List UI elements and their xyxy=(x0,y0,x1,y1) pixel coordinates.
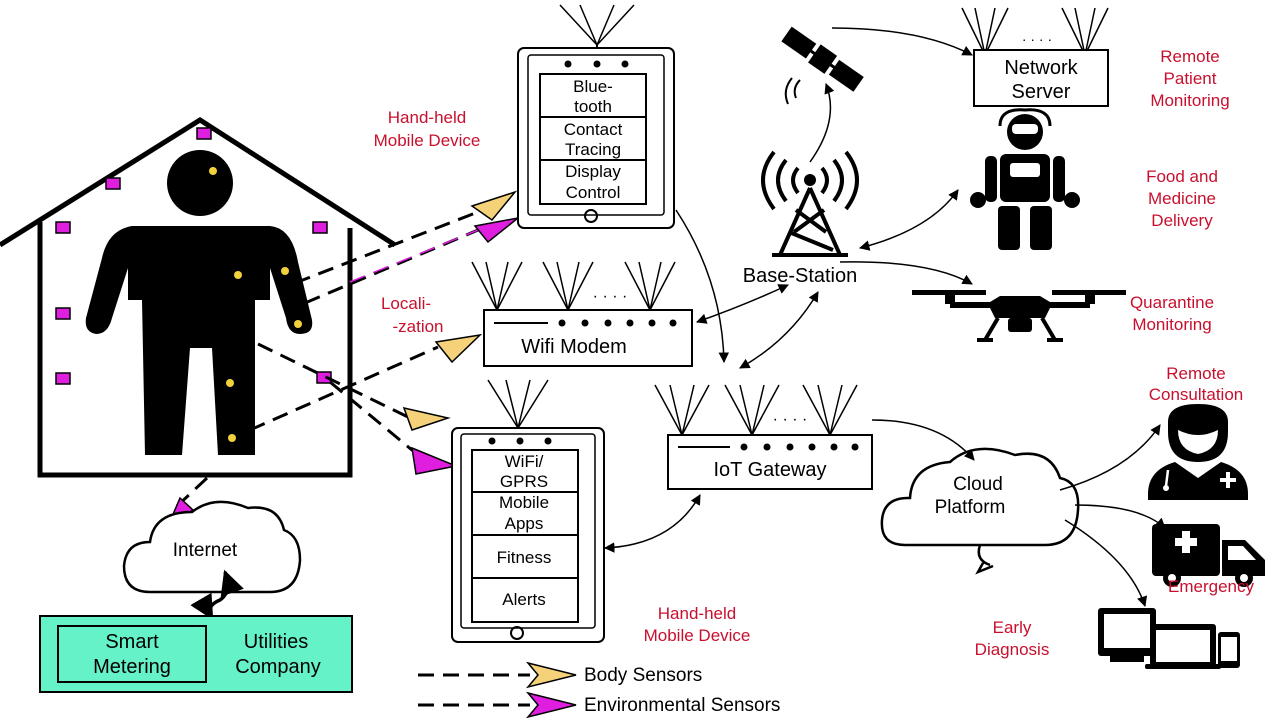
robot-icon xyxy=(970,108,1080,250)
tower-icon xyxy=(772,187,848,257)
quarantine-caption-line-1: Quarantine xyxy=(1130,293,1214,312)
remote-patient-caption-line-1: Remote xyxy=(1160,47,1220,66)
phone-bottom-item-2-line-1: Mobile xyxy=(499,493,549,512)
utility-box: Smart Metering Utilities Company xyxy=(39,615,353,693)
phone-bottom-item-3: Fitness xyxy=(497,548,552,567)
network-server-line-1: Network xyxy=(1004,57,1078,79)
sensor-links xyxy=(173,210,479,510)
doctor-icon xyxy=(1148,404,1248,500)
phone-top-item-2-line-1: Contact xyxy=(564,120,623,139)
legend-body-label: Body Sensors xyxy=(584,665,702,686)
quarantine-caption-line-2: Monitoring xyxy=(1132,315,1211,334)
base-station: Base-Station xyxy=(743,150,859,287)
smart-metering-line-2: Metering xyxy=(93,656,171,678)
signal-waves-icon xyxy=(761,150,859,211)
remote-consult-caption-line-2: Consultation xyxy=(1149,385,1244,404)
server-ellipsis: · · · · xyxy=(1022,31,1052,47)
wifi-modem: · · · · Wifi Modem xyxy=(471,261,693,367)
satellite-icon xyxy=(781,26,864,105)
phone-top-item-1-line-1: Blue- xyxy=(573,77,613,96)
cloud-platform-line-2: Platform xyxy=(935,497,1006,518)
phone-bottom-item-1-line-2: GPRS xyxy=(500,472,548,491)
handheld-bottom-caption-line-1: Hand-held xyxy=(658,604,736,623)
localization-caption-line-1: Locali- xyxy=(381,294,431,313)
person-silhouette xyxy=(85,150,313,455)
legend-body-sensors: Body Sensors xyxy=(418,661,702,689)
connector-arrows xyxy=(603,27,1166,607)
utilities-company-line-1: Utilities xyxy=(244,631,308,653)
captions: Hand-held Mobile Device Locali- -zation … xyxy=(374,47,1255,659)
gateway-ellipsis: · · · · xyxy=(773,411,808,428)
drone-icon xyxy=(912,290,1126,342)
emergency-caption: Emergency xyxy=(1168,577,1254,596)
phone-bottom-item-4: Alerts xyxy=(502,590,545,609)
legend-environmental-sensors: Environmental Sensors xyxy=(418,691,780,719)
early-diagnosis-caption-line-1: Early xyxy=(993,618,1032,637)
body-sensors xyxy=(209,167,302,442)
food-delivery-caption-line-1: Food and xyxy=(1146,167,1218,186)
phone-top-item-3-line-2: Control xyxy=(566,183,621,202)
cloud-platform: Cloud Platform xyxy=(880,447,1080,575)
network-server-line-2: Server xyxy=(1012,81,1071,103)
food-delivery-caption-line-2: Medicine xyxy=(1148,189,1216,208)
environment-sensors xyxy=(55,127,332,385)
base-station-label: Base-Station xyxy=(743,265,858,287)
computer-devices-icon xyxy=(1098,608,1240,669)
phone-top-item-3-line-1: Display xyxy=(565,162,621,181)
food-delivery-caption-line-3: Delivery xyxy=(1151,211,1213,230)
phone-bottom-item-1-line-1: WiFi/ xyxy=(505,452,544,471)
smart-metering-line-1: Smart xyxy=(105,631,159,653)
remote-patient-caption-line-2: Patient xyxy=(1164,69,1217,88)
early-diagnosis-caption-line-2: Diagnosis xyxy=(975,640,1050,659)
network-server: · · · · Network Server xyxy=(961,7,1109,107)
iot-gateway-label: IoT Gateway xyxy=(713,459,826,481)
modem-ellipsis: · · · · xyxy=(593,288,628,305)
handheld-top-caption-line-2: Mobile Device xyxy=(374,131,481,150)
utilities-company-line-2: Company xyxy=(235,656,321,678)
handheld-device-bottom: WiFi/ GPRS Mobile Apps Fitness Alerts xyxy=(451,379,605,643)
phone-top-item-2-line-2: Tracing xyxy=(565,140,621,159)
ambulance-icon xyxy=(1152,524,1265,587)
remote-consult-caption-line-1: Remote xyxy=(1166,364,1226,383)
handheld-device-top: Blue- tooth Contact Tracing Display Cont… xyxy=(517,4,675,229)
phone-bottom-item-2-line-2: Apps xyxy=(505,514,544,533)
cloud-platform-line-1: Cloud xyxy=(953,474,1003,495)
handheld-top-caption-line-1: Hand-held xyxy=(388,108,466,127)
wifi-modem-label: Wifi Modem xyxy=(521,336,627,358)
localization-caption-line-2: -zation xyxy=(392,317,443,336)
iot-gateway: · · · · IoT Gateway xyxy=(654,384,873,490)
legend-environmental-label: Environmental Sensors xyxy=(584,695,780,716)
cloud-internet: Internet xyxy=(122,500,302,621)
handheld-bottom-caption-line-2: Mobile Device xyxy=(644,626,751,645)
legend: Body Sensors Environmental Sensors xyxy=(418,661,780,719)
remote-patient-caption-line-3: Monitoring xyxy=(1150,91,1229,110)
phone-top-item-1-line-2: tooth xyxy=(574,97,612,116)
internet-label: Internet xyxy=(173,540,238,561)
house xyxy=(0,117,397,478)
